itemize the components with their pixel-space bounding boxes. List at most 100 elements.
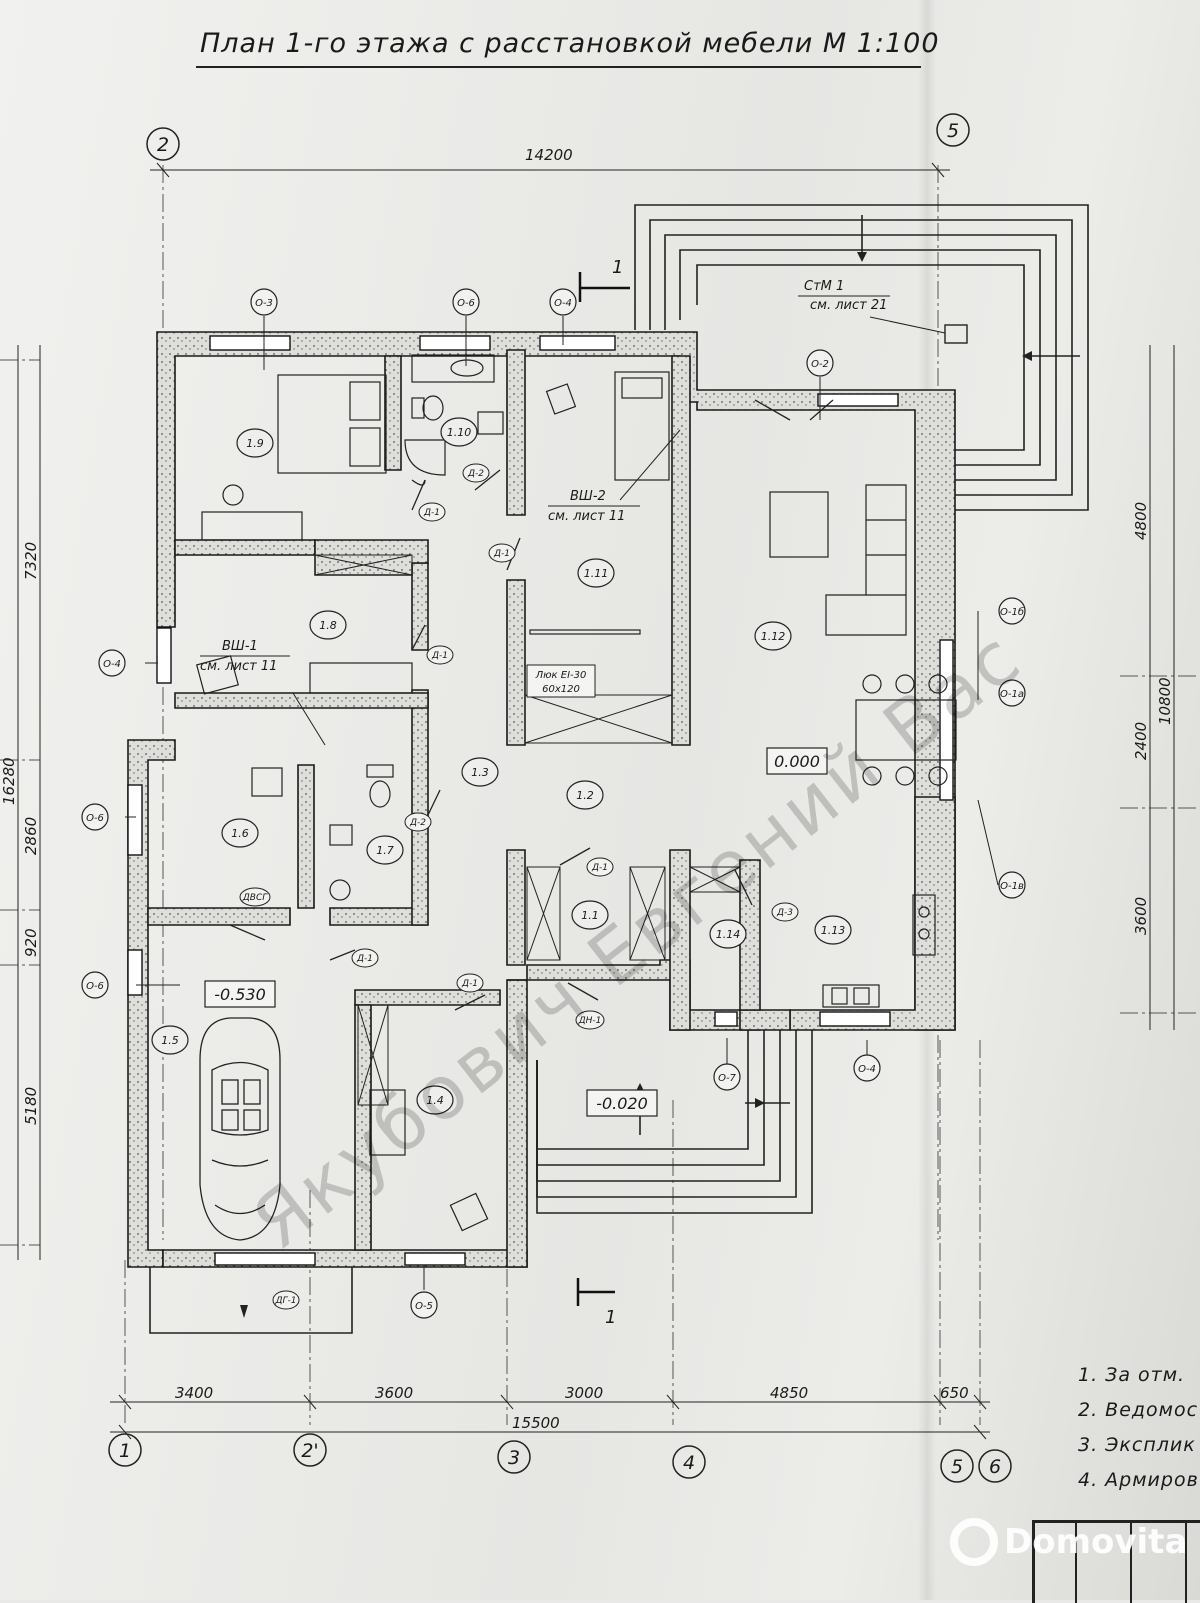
axis-label: 1 (119, 1440, 131, 1462)
room-number: 1.7 (376, 844, 394, 857)
logo-ring-icon (950, 1518, 998, 1566)
hatch-label: Люк EI-30 (535, 670, 587, 681)
axis-bubble (672, 1445, 706, 1479)
opening-bubble (81, 971, 109, 999)
opening-label: О-4 (554, 298, 572, 309)
room-number: 1.11 (584, 567, 609, 580)
callout-ref: см. лист 11 (200, 659, 277, 674)
hatch-size: 60х120 (542, 684, 580, 695)
door-label: Д-1 (356, 954, 373, 964)
opening-bubble (81, 803, 109, 831)
leader-lines (125, 316, 999, 1290)
callout-ref: см. лист 21 (810, 298, 887, 313)
room-number: 1.8 (319, 619, 337, 632)
dimension-value: 920 (22, 928, 40, 957)
note-item: 1. За отм. (1078, 1364, 1186, 1386)
room-bubble (566, 780, 604, 810)
opening-bubble (98, 649, 126, 677)
axis-bubble (940, 1449, 974, 1483)
room-bubble (236, 428, 274, 458)
level-mark (766, 747, 828, 775)
dimension-value: 3600 (1132, 897, 1150, 935)
room-bubble (577, 558, 615, 588)
level-value: -0.530 (214, 985, 266, 1004)
axis-label: 3 (508, 1447, 520, 1469)
dimension-value: 14200 (525, 146, 573, 164)
door-tag (426, 645, 454, 665)
door-swings (229, 399, 834, 1011)
title-underline (196, 66, 921, 68)
car (199, 1017, 281, 1241)
note-item: 4. Армиров (1078, 1469, 1199, 1491)
dimension-value: 2860 (22, 817, 40, 855)
axis-label: 5 (947, 120, 959, 142)
door-label: ДН-1 (578, 1016, 602, 1026)
door-tag (418, 502, 446, 522)
door-label: ДВСГ (242, 893, 268, 903)
callout-title: СтМ 1 (804, 279, 844, 294)
door-tag (575, 1010, 605, 1030)
opening-bubble (998, 679, 1026, 707)
door-tag (404, 812, 432, 832)
axis-label: 2 (157, 134, 169, 156)
dimension-value: 4800 (1132, 502, 1150, 540)
dimension-value: 7320 (22, 542, 40, 580)
axis-label: 6 (989, 1456, 1001, 1478)
door-label: ДГ-1 (274, 1296, 296, 1306)
room-bubble (366, 835, 404, 865)
opening-label: О-4 (858, 1064, 876, 1075)
section-marker (576, 272, 630, 1306)
dimension-value: 15500 (512, 1414, 560, 1432)
room-bubble (416, 1085, 454, 1115)
opening-label: О-1а (1000, 689, 1024, 700)
opening-label: О-3 (255, 298, 273, 309)
door-tag (771, 902, 799, 922)
room-number: 1.4 (426, 1094, 444, 1107)
door-tag (488, 543, 516, 563)
room-bubble (461, 757, 499, 787)
opening-label: О-1в (1000, 881, 1024, 892)
opening-label: О-6 (86, 813, 104, 824)
opening-bubble (452, 288, 480, 316)
room-number: 1.3 (471, 766, 489, 779)
title-block (1032, 1520, 1200, 1603)
door-tag (586, 857, 614, 877)
dimension-value: 650 (940, 1384, 969, 1402)
section-label: 1 (605, 1307, 616, 1328)
dimension-value: 3600 (375, 1384, 413, 1402)
opening-bubble (998, 597, 1026, 625)
room-bubble (440, 417, 478, 447)
room-number: 1.5 (161, 1034, 179, 1047)
door-label: Д-2 (467, 469, 484, 479)
furniture (195, 354, 957, 1232)
callout-title: ВШ-2 (570, 489, 606, 504)
dimension-value: 3400 (175, 1384, 213, 1402)
opening-bubble (410, 1291, 438, 1319)
room-number: 1.1 (581, 909, 599, 922)
door-tag (351, 948, 379, 968)
callout-ref: см. лист 11 (548, 509, 625, 524)
opening-bubble (250, 288, 278, 316)
axis-bubble (978, 1449, 1012, 1483)
room-bubble (571, 900, 609, 930)
dimension-value: 3000 (565, 1384, 603, 1402)
room-bubble (754, 621, 792, 651)
door-label: Д-1 (493, 549, 510, 559)
door-label: Д-1 (591, 863, 608, 873)
axis-bubble (293, 1433, 327, 1467)
opening-bubble (806, 349, 834, 377)
room-bubble (309, 610, 347, 640)
room-number: 1.13 (821, 924, 846, 937)
dimension-value: 4850 (770, 1384, 808, 1402)
opening-bubble (713, 1063, 741, 1091)
door-tag (456, 973, 484, 993)
logo-text: Domovita (1004, 1522, 1188, 1562)
terrace-steps (149, 204, 1089, 1334)
room-number: 1.2 (576, 789, 594, 802)
door-label: Д-3 (776, 908, 793, 918)
room-bubble (151, 1025, 189, 1055)
room-bubble (814, 915, 852, 945)
stairs (314, 554, 741, 1106)
opening-bubble (549, 288, 577, 316)
